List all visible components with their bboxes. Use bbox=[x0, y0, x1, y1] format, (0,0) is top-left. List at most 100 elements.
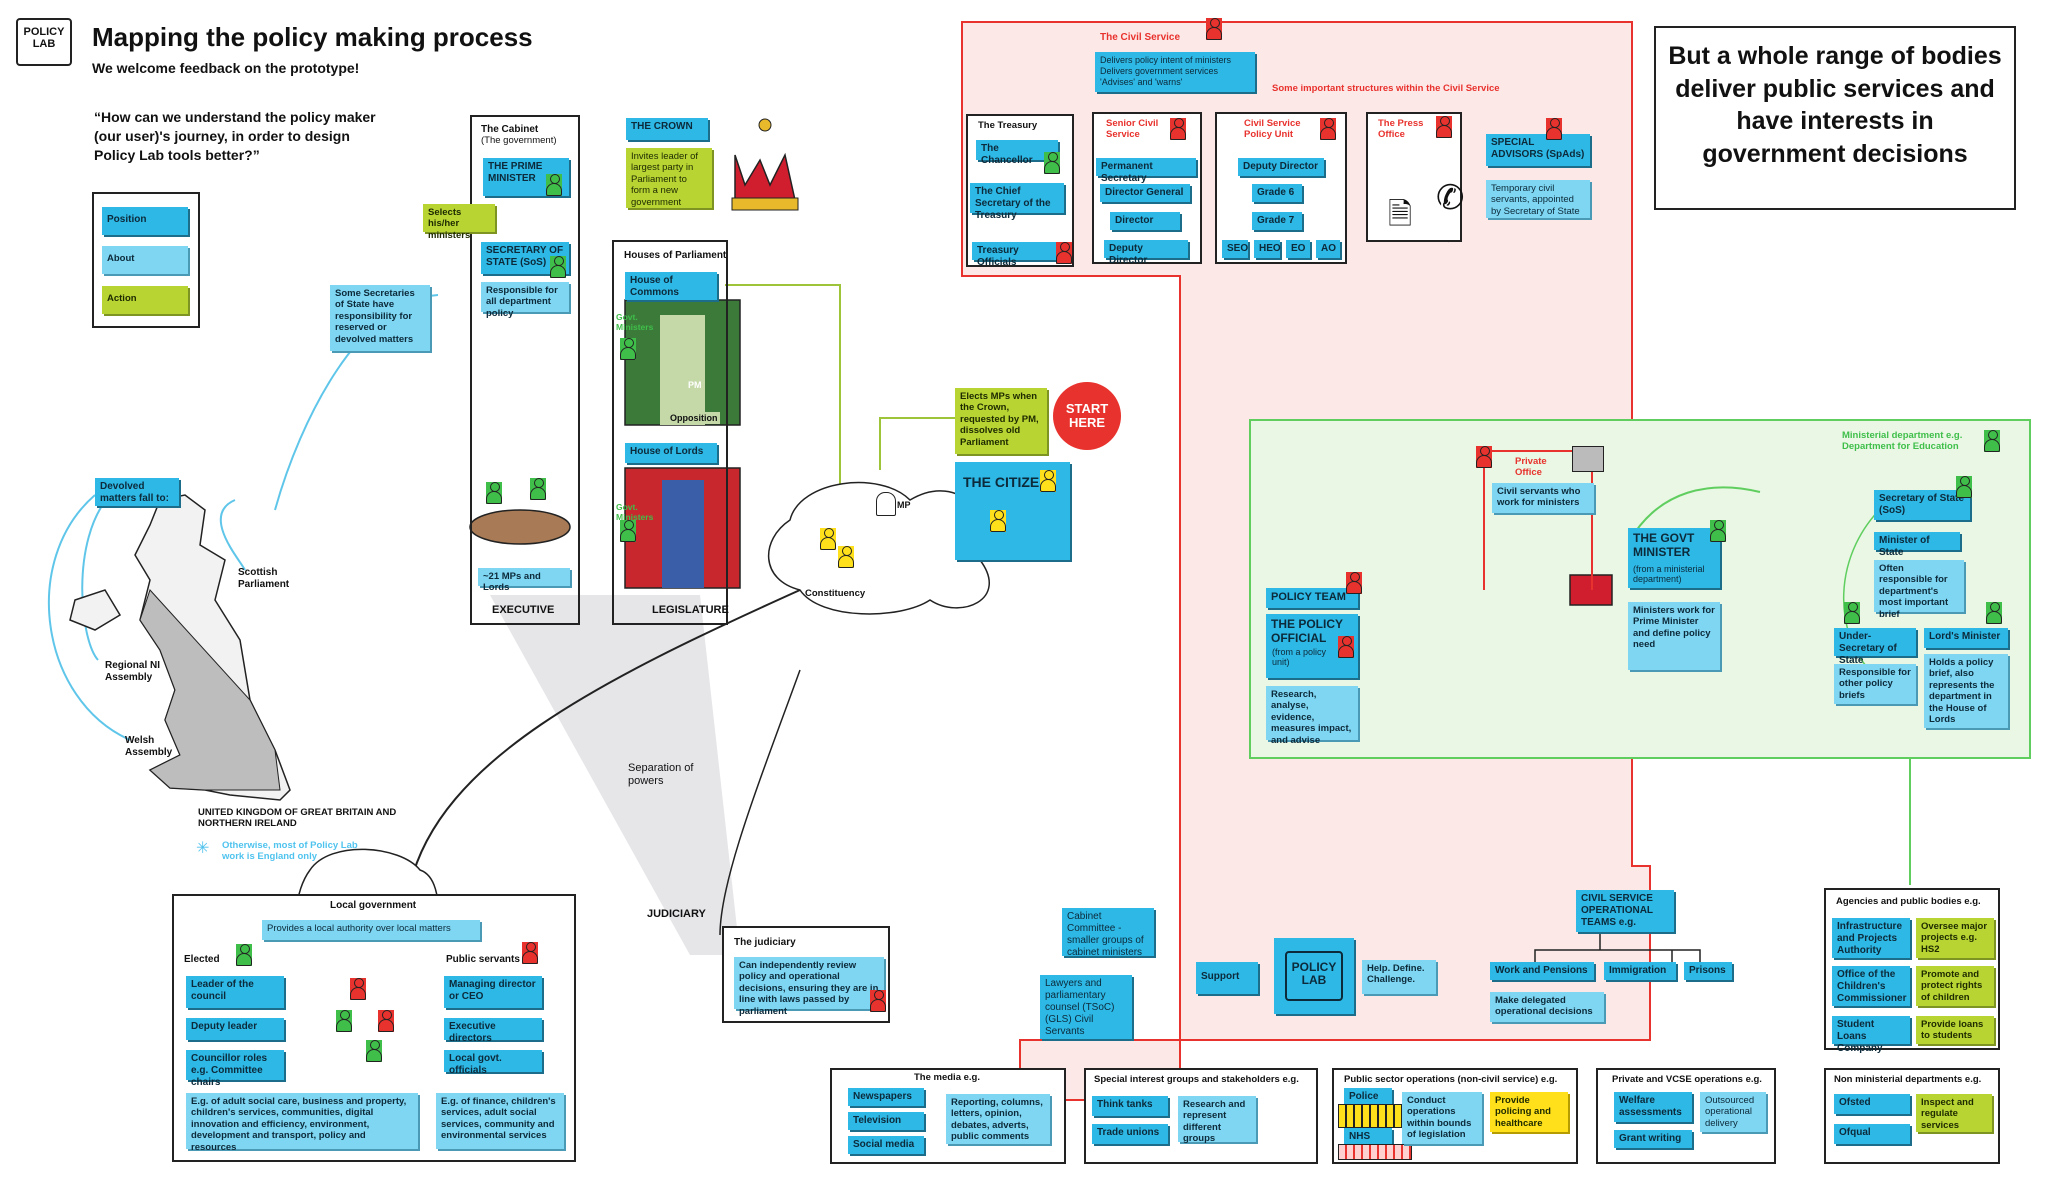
grade-seo: SEO bbox=[1222, 240, 1248, 258]
private-vcse-title: Private and VCSE operations e.g. bbox=[1612, 1074, 1762, 1085]
person-icon bbox=[838, 546, 854, 568]
separation-of-powers: Separation of powers bbox=[628, 762, 694, 788]
ofsted: Ofsted bbox=[1834, 1094, 1910, 1114]
interest-title: Special interest groups and stakeholders… bbox=[1094, 1074, 1299, 1085]
grade-7: Grade 7 bbox=[1252, 212, 1302, 230]
non-ministerial-title: Non ministerial departments e.g. bbox=[1834, 1074, 1982, 1085]
judiciary-label: JUDICIARY bbox=[647, 908, 706, 920]
house-of-lords: House of Lords bbox=[625, 443, 717, 463]
ministry-sos: Secretary of State (SoS) bbox=[1874, 490, 1970, 520]
govt-minister-sub: (from a ministerial department) bbox=[1633, 564, 1705, 584]
agency-action: Promote and protect rights of children bbox=[1916, 966, 1994, 1006]
under-secretary: Under-Secretary of State bbox=[1834, 628, 1916, 666]
legislature-label: LEGISLATURE bbox=[652, 604, 729, 616]
opposition-label: Opposition bbox=[668, 412, 720, 424]
key-action: Action bbox=[102, 286, 188, 314]
non-ministerial-frame bbox=[1824, 1068, 2000, 1164]
press-office-title: The Press Office bbox=[1378, 118, 1424, 141]
research-question: “How can we understand the policy maker … bbox=[94, 109, 376, 163]
deputy-leader: Deputy leader bbox=[186, 1018, 284, 1040]
mps-and-lords: ~21 MPs and Lords bbox=[478, 568, 570, 593]
judiciary-about: Can independently review policy and oper… bbox=[734, 957, 884, 1017]
under-secretary-about: Responsible for other policy briefs bbox=[1834, 664, 1916, 704]
cs-structures: Some important structures within the Civ… bbox=[1272, 83, 1500, 94]
grade-ao: AO bbox=[1316, 240, 1340, 258]
constituency-label: Constituency bbox=[805, 588, 866, 599]
secretaries-note: Some Secretaries of State have responsib… bbox=[330, 285, 430, 351]
person-icon bbox=[350, 978, 366, 1000]
agency-action: Oversee major projects e.g. HS2 bbox=[1916, 918, 1994, 958]
civil-service-bullets: Delivers policy intent of ministers Deli… bbox=[1095, 52, 1255, 92]
immigration: Immigration bbox=[1604, 962, 1676, 980]
work-and-pensions: Work and Pensions bbox=[1490, 962, 1594, 980]
uk-label: UNITED KINGDOM OF GREAT BRITAIN AND NORT… bbox=[198, 807, 397, 830]
start-here-text: START HERE bbox=[1065, 400, 1109, 430]
scs-title: Senior Civil Service bbox=[1106, 118, 1159, 141]
cs-operational-teams: CIVIL SERVICE OPERATIONAL TEAMS e.g. bbox=[1576, 890, 1674, 932]
headline-box bbox=[1654, 26, 2016, 210]
start-here: START HERE bbox=[1053, 382, 1121, 450]
constituency-cloud bbox=[767, 481, 990, 615]
parliament-title: Houses of Parliament bbox=[624, 250, 727, 261]
regional-ni-assembly: Regional NI Assembly bbox=[105, 660, 161, 683]
policy-unit-title: Civil Service Policy Unit bbox=[1244, 118, 1301, 141]
local-gov-title: Local government bbox=[330, 900, 417, 911]
policy-lab-logo: POLICY LAB bbox=[16, 18, 72, 66]
the-crown: THE CROWN bbox=[626, 118, 708, 140]
lawyers-counsel: Lawyers and parliamentary counsel (TSoC)… bbox=[1040, 975, 1132, 1039]
policy-official-sub: (from a policy unit) bbox=[1272, 647, 1327, 667]
policy-lab-logo-text: POLICY LAB bbox=[1291, 960, 1337, 988]
executive-directors: Executive directors bbox=[444, 1018, 542, 1044]
person-icon bbox=[1170, 118, 1186, 140]
minister-of-state: Minister of State bbox=[1874, 532, 1960, 558]
cs-bullet: 'Advises' and 'warns' bbox=[1100, 76, 1183, 87]
key-position: Position bbox=[102, 207, 188, 235]
person-icon bbox=[1436, 116, 1452, 138]
person-icon bbox=[1338, 636, 1354, 658]
lords-minister-about: Holds a policy brief, also represents th… bbox=[1924, 654, 2008, 728]
page-title: Mapping the policy making process bbox=[92, 22, 533, 52]
house-of-commons: House of Commons bbox=[625, 272, 717, 300]
person-icon bbox=[336, 1010, 352, 1032]
document-icon: 🗎 bbox=[1388, 198, 1413, 231]
person-icon bbox=[1206, 18, 1222, 40]
media-about: Reporting, columns, letters, opinion, de… bbox=[946, 1094, 1050, 1144]
media-item: Television bbox=[848, 1112, 924, 1130]
permanent-secretary: Permanent Secretary bbox=[1096, 158, 1196, 184]
person-icon bbox=[530, 478, 546, 500]
elects-mps: Elects MPs when the Crown, requested by … bbox=[955, 388, 1047, 454]
mp-person-icon bbox=[876, 492, 896, 516]
pm-label: PM bbox=[688, 380, 702, 390]
agency-action: Provide loans to students bbox=[1916, 1016, 1994, 1044]
nhs-people bbox=[1338, 1144, 1412, 1160]
elected-about: E.g. of adult social care, business and … bbox=[186, 1093, 418, 1153]
person-icon bbox=[870, 990, 886, 1012]
public-ops-about: Conduct operations within bounds of legi… bbox=[1402, 1092, 1482, 1144]
local-govt-officials: Local govt. officials bbox=[444, 1050, 542, 1076]
person-icon bbox=[990, 510, 1006, 532]
selects-ministers: Selects his/her ministers bbox=[423, 204, 495, 241]
person-icon bbox=[486, 482, 502, 504]
nhs-box: NHS bbox=[1344, 1128, 1392, 1144]
local-gov-about: Provides a local authority over local ma… bbox=[262, 920, 480, 940]
pu-deputy-director: Deputy Director bbox=[1238, 158, 1324, 176]
vcse-item: Grant writing bbox=[1614, 1130, 1692, 1148]
govt-ministers-lords: Govt. Ministers bbox=[616, 502, 654, 522]
cs-bullet: Delivers policy intent of ministers bbox=[1100, 55, 1232, 65]
cs-bullet: Delivers government services bbox=[1100, 65, 1219, 76]
cabinet-committee: Cabinet Committee - smaller groups of ca… bbox=[1062, 908, 1154, 958]
ministerial-dept-title: Ministerial department e.g. Department f… bbox=[1842, 430, 1963, 453]
ofqual: Ofqual bbox=[1834, 1124, 1910, 1144]
headline-text: But a whole range of bodies deliver publ… bbox=[1668, 42, 2002, 168]
person-icon bbox=[1056, 242, 1072, 264]
welsh-assembly: Welsh Assembly bbox=[125, 735, 173, 758]
judiciary-title: The judiciary bbox=[734, 937, 796, 948]
interest-item: Trade unions bbox=[1092, 1124, 1168, 1144]
support-box: Support bbox=[1196, 962, 1258, 994]
media-item: Social media bbox=[848, 1136, 924, 1154]
grade-6: Grade 6 bbox=[1252, 184, 1302, 202]
policy-lab-box: POLICY LAB bbox=[1274, 938, 1354, 1014]
phone-icon: ✆ bbox=[1436, 179, 1465, 217]
help-define-challenge: Help. Define. Challenge. bbox=[1362, 960, 1436, 994]
person-icon bbox=[1320, 118, 1336, 140]
